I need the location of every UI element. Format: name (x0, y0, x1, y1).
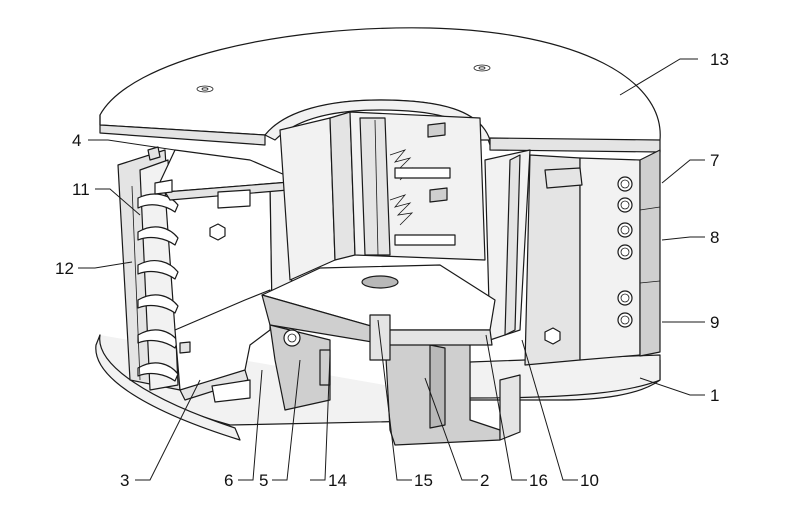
hex-bolt-icon (544, 327, 561, 345)
callout-1: 1 (710, 386, 719, 405)
callout-2: 2 (480, 471, 489, 490)
hex-bolt-icon (209, 223, 226, 241)
top-disc (99, 27, 661, 153)
callout-8: 8 (710, 228, 719, 247)
central-housing (384, 339, 521, 446)
callout-12: 12 (55, 259, 74, 278)
bolt-column (617, 176, 633, 328)
callout-5: 5 (259, 471, 268, 490)
callout-14: 14 (328, 471, 347, 490)
callout-9: 9 (710, 313, 719, 332)
rotor (261, 264, 496, 411)
callout-13: 13 (710, 50, 729, 69)
right-outer-wall (524, 149, 661, 366)
inner-chamber (279, 111, 531, 341)
callout-6: 6 (224, 471, 233, 490)
callout-16: 16 (529, 471, 548, 490)
callout-4: 4 (72, 131, 81, 150)
callout-7: 7 (710, 151, 719, 170)
hammer-strips (131, 185, 179, 382)
leader-lines (78, 58, 705, 481)
callout-15: 15 (414, 471, 433, 490)
callout-10: 10 (580, 471, 599, 490)
callout-3: 3 (120, 471, 129, 490)
callout-11: 11 (72, 180, 90, 199)
callout-labels: 13 4 11 12 7 8 9 1 3 6 5 14 15 2 16 10 (55, 50, 729, 490)
lower-left-blade (174, 289, 271, 403)
